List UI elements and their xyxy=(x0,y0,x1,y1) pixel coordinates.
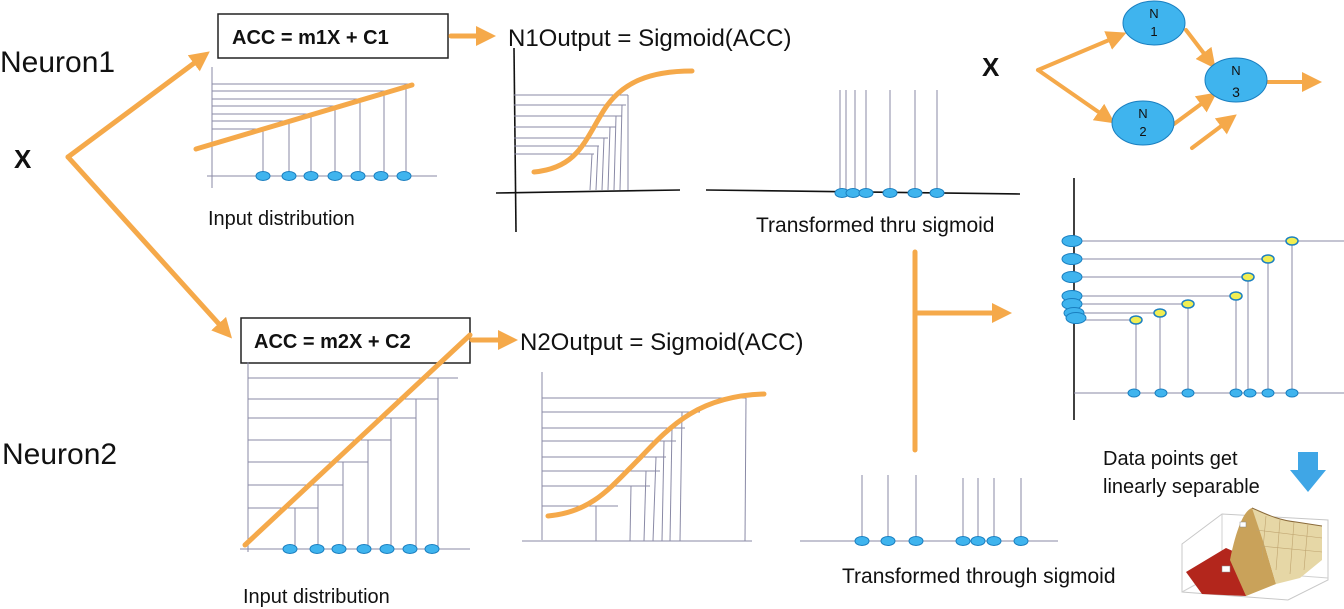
n2-to-n3-arrow xyxy=(1172,92,1217,126)
x-to-n1-arrow xyxy=(1036,31,1127,72)
sigmoid-plot-2 xyxy=(522,372,767,542)
n1output-formula: N1Output = Sigmoid(ACC) xyxy=(508,25,791,52)
transformed-plot-1 xyxy=(705,90,1021,198)
acc1-box xyxy=(217,13,449,59)
neuron-n2-node: N 2 xyxy=(1111,100,1175,146)
neuron-n3-number: 3 xyxy=(1232,84,1240,100)
acc1-formula: ACC = m1X + C1 xyxy=(232,27,389,49)
neuron-n1-number: 1 xyxy=(1150,24,1157,39)
neuron-n3-node: N 3 xyxy=(1204,57,1268,103)
input-distribution-label-2: Input distribution xyxy=(243,586,390,608)
neuron-n2-number: 2 xyxy=(1139,124,1146,139)
branch-arrow-neuron2 xyxy=(65,154,233,339)
input-distribution-label-1: Input distribution xyxy=(208,208,355,230)
sigmoid-plot-1 xyxy=(495,47,695,233)
transformed-plot-2 xyxy=(800,475,1058,546)
transformed-label-2: Transformed through sigmoid xyxy=(842,565,1116,588)
branch-arrow-neuron1 xyxy=(65,51,210,160)
neuron-n3-letter: N xyxy=(1231,63,1240,78)
separable-text-line2: linearly separable xyxy=(1103,476,1260,498)
bias-arrow xyxy=(1190,114,1237,150)
neuron1-label: Neuron1 xyxy=(0,46,115,79)
x-network-label: X xyxy=(982,52,1000,82)
neuron2-label: Neuron2 xyxy=(2,438,117,471)
neuron-n2-letter: N xyxy=(1138,106,1147,121)
n1-to-n3-arrow xyxy=(1184,28,1216,69)
n2output-formula: N2Output = Sigmoid(ACC) xyxy=(520,329,803,356)
neuron-n1-node: N 1 xyxy=(1122,0,1186,46)
transformed-label-1: Transformed thru sigmoid xyxy=(756,214,994,237)
3d-surface-plot-icon xyxy=(1181,507,1329,601)
separable-text-line1: Data points get xyxy=(1103,448,1238,470)
x-to-n2-arrow xyxy=(1036,68,1115,124)
neuron-n1-letter: N xyxy=(1149,6,1158,21)
acc2-formula: ACC = m2X + C2 xyxy=(254,331,411,353)
input-distribution-plot-2 xyxy=(240,332,473,554)
down-arrow-icon xyxy=(1290,452,1326,492)
input-distribution-plot-1 xyxy=(193,67,437,188)
x-input-label: X xyxy=(14,144,32,174)
combined-2d-plot xyxy=(1061,178,1344,420)
